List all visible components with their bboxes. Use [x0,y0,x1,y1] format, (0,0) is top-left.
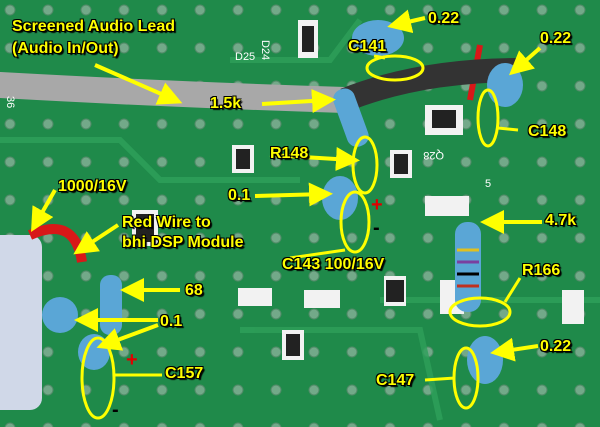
label-audio-lead: Screened Audio Lead [12,18,175,35]
label-1-5k: 1.5k [210,95,242,112]
label-c147: C147 [376,372,415,389]
svg-text:Q28: Q28 [423,149,444,161]
svg-text:36: 36 [4,96,16,108]
svg-text:D25: D25 [235,51,255,63]
silkscreen-text: D24 D25 Q28 5 36 [4,40,491,190]
electrolytic-capacitor [0,235,42,410]
resistor-bands [457,248,479,288]
label-1000-16v: 1000/16V [58,178,127,195]
label-r166: R166 [522,262,561,279]
label-0-1-mid: 0.1 [228,187,251,204]
label-cap-0-22-top: 0.22 [428,10,460,27]
label-red-wire-sub: bhi DSP Module [122,234,244,251]
label-c141: C141 [348,38,387,55]
minus-marker-c157: - [112,399,119,421]
plus-marker-c143: + [371,194,383,216]
label-red-wire: Red Wire to [122,214,211,231]
label-r148: R148 [270,145,309,162]
annotation-arrows [31,9,542,362]
label-0-1-low: 0.1 [160,313,183,330]
label-cap-0-22-top-right: 0.22 [540,30,572,47]
label-4-7k: 4.7k [545,212,577,229]
label-c143: C143 100/16V [282,256,385,273]
svg-text:D24: D24 [259,40,271,60]
svg-text:5: 5 [485,178,491,190]
label-c157: C157 [165,365,204,382]
label-68: 68 [185,282,203,299]
smd-chips [136,26,456,356]
leader-lines [115,54,522,382]
label-audio-lead-sub: (Audio In/Out) [12,40,119,57]
label-c148: C148 [528,123,567,140]
minus-marker-c143: - [373,217,380,239]
label-cap-0-22-bottom: 0.22 [540,338,572,355]
plus-marker-c157: + [126,349,138,371]
